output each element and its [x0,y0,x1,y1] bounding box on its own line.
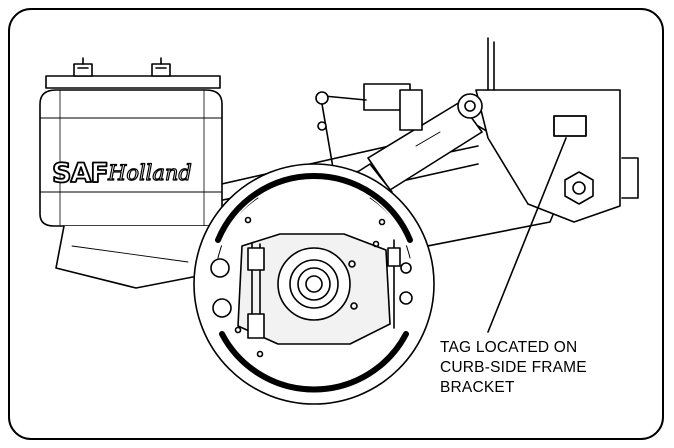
brake-return-spring-left [247,243,265,339]
callout-leader-line [487,137,567,333]
brake-assembly [193,163,435,405]
cam-roller [399,291,413,305]
anchor-pin-top [210,258,230,278]
logo-holland-script: Holland [107,161,192,185]
logo-saf-letters: SAF [52,158,108,189]
brake-return-spring-right [387,239,401,329]
anchor-pin-bottom [212,298,232,318]
air-spring-nut-left [73,57,93,77]
diagram-frame: SAF Holland [8,8,664,440]
pivot-bolt-hex [564,171,594,205]
frame-border [8,8,664,440]
suspension-diagram: SAF Holland [8,8,664,440]
wheel-hub [277,247,351,321]
callout-line-1: TAG LOCATED ON [440,339,578,356]
height-control-valve [315,83,423,221]
saf-holland-logo: SAF Holland [51,157,192,190]
callout-line-2: CURB-SIDE FRAME [440,359,587,376]
air-spring-nut-right [151,57,171,77]
air-spring [39,57,223,289]
tag-location-callout: TAG LOCATED ON CURB-SIDE FRAME BRACKET [440,338,587,398]
serial-id-tag [553,115,587,137]
callout-line-3: BRACKET [440,379,515,396]
